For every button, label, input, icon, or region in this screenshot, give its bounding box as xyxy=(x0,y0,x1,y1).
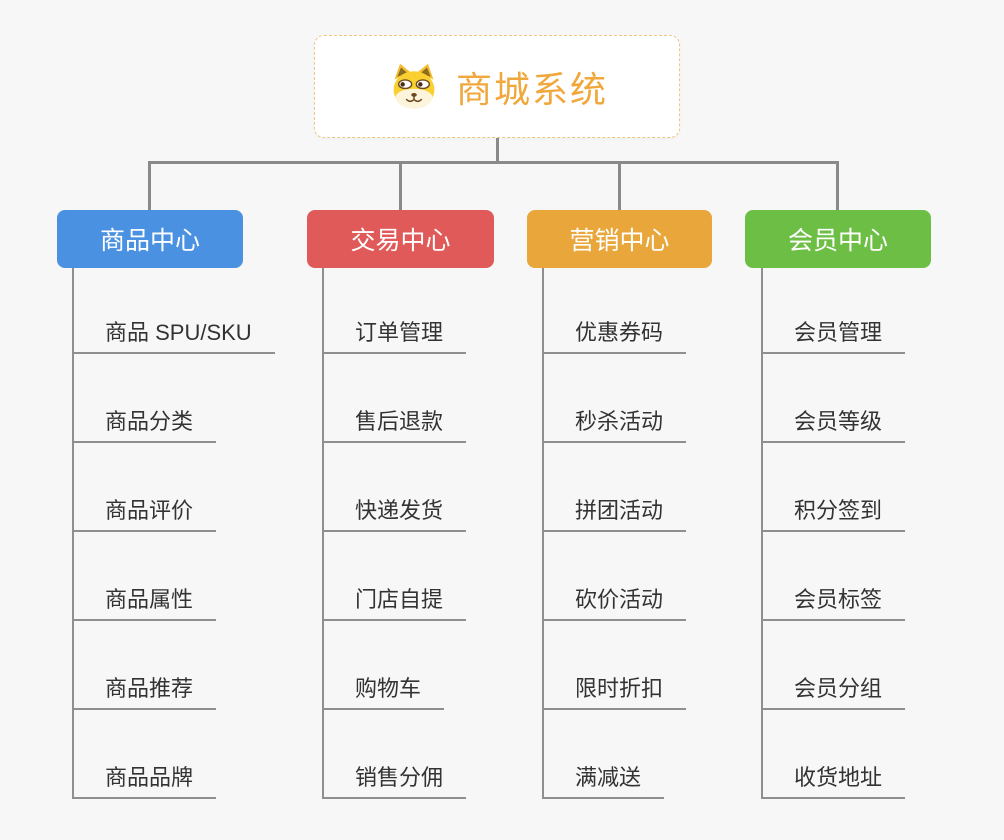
topic-node[interactable]: 收货地址 xyxy=(761,764,906,799)
connector-drop-line xyxy=(148,161,151,211)
branch-marketing-center[interactable]: 营销中心 xyxy=(527,210,712,268)
topic-node[interactable]: 商品品牌 xyxy=(72,764,217,799)
topic-node[interactable]: 门店自提 xyxy=(322,586,467,621)
topic-node[interactable]: 满减送 xyxy=(542,764,665,799)
root-title: 商城系统 xyxy=(455,68,608,110)
topic-node[interactable]: 秒杀活动 xyxy=(542,408,687,443)
topic-node[interactable]: 商品评价 xyxy=(72,497,217,532)
topic-node[interactable]: 会员标签 xyxy=(761,586,906,621)
topic-node[interactable]: 商品分类 xyxy=(72,408,217,443)
topic-node[interactable]: 商品属性 xyxy=(72,586,217,621)
shiba-dog-icon xyxy=(393,63,435,108)
topic-node[interactable]: 售后退款 xyxy=(322,408,467,443)
branch-member-center[interactable]: 会员中心 xyxy=(745,210,931,268)
branch-label: 营销中心 xyxy=(569,227,670,255)
connector-drop-line xyxy=(399,161,402,211)
topic-node[interactable]: 快递发货 xyxy=(322,497,467,532)
topic-node[interactable]: 积分签到 xyxy=(761,497,906,532)
root-node[interactable]: 商城系统 xyxy=(314,35,680,138)
child-trunk-line xyxy=(542,268,544,799)
topic-node[interactable]: 优惠券码 xyxy=(542,319,687,354)
topic-node[interactable]: 拼团活动 xyxy=(542,497,687,532)
topic-node[interactable]: 商品推荐 xyxy=(72,675,217,710)
topic-node[interactable]: 会员分组 xyxy=(761,675,906,710)
root-connector-line xyxy=(496,138,499,163)
branch-connector-bar xyxy=(148,161,839,164)
branch-label: 会员中心 xyxy=(787,227,888,255)
child-trunk-line xyxy=(322,268,324,799)
topic-node[interactable]: 购物车 xyxy=(322,675,445,710)
child-trunk-line xyxy=(72,268,74,799)
branch-label: 商品中心 xyxy=(99,227,200,255)
topic-node[interactable]: 砍价活动 xyxy=(542,586,687,621)
branch-label: 交易中心 xyxy=(350,227,451,255)
connector-drop-line xyxy=(618,161,621,211)
topic-node[interactable]: 订单管理 xyxy=(322,319,467,354)
branch-product-center[interactable]: 商品中心 xyxy=(57,210,243,268)
topic-node[interactable]: 限时折扣 xyxy=(542,675,687,710)
topic-node[interactable]: 销售分佣 xyxy=(322,764,467,799)
branch-trade-center[interactable]: 交易中心 xyxy=(307,210,494,268)
topic-node[interactable]: 商品 SPU/SKU xyxy=(72,319,275,354)
child-trunk-line xyxy=(761,268,763,799)
topic-node[interactable]: 会员管理 xyxy=(761,319,906,354)
topic-node[interactable]: 会员等级 xyxy=(761,408,906,443)
connector-drop-line xyxy=(836,161,839,211)
